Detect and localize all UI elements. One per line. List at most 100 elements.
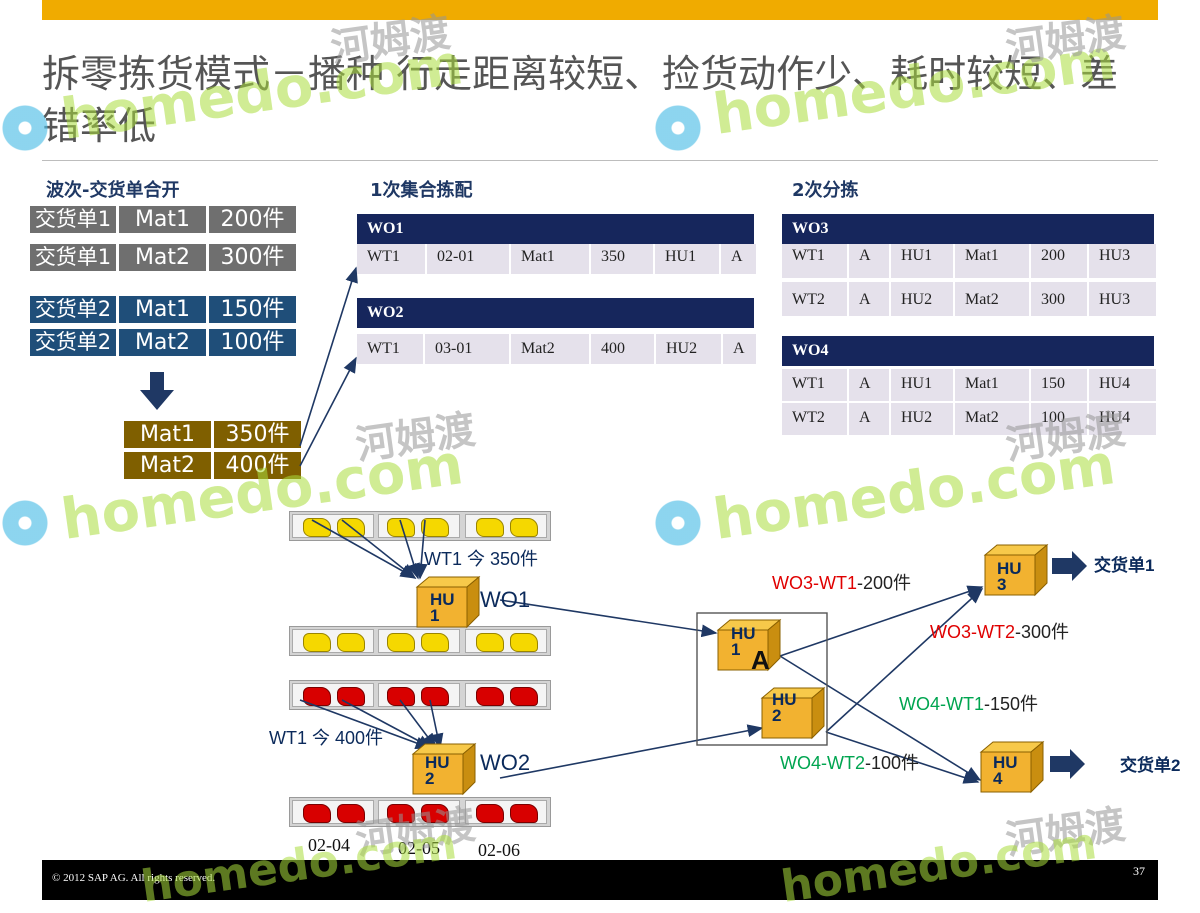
shelf-yellow	[289, 511, 551, 541]
footer-bar	[42, 860, 1158, 900]
wo-cell: 150	[1031, 369, 1087, 401]
wo-cell: HU3	[1089, 244, 1156, 278]
order-row: 交货单2 Mat1 150件	[30, 296, 299, 323]
shelf-yellow	[289, 626, 551, 656]
order-qty: 150件	[209, 296, 296, 323]
merged-qty: 350件	[214, 421, 301, 448]
wo-row: WT1 03-01 Mat2 400 HU2 A	[357, 334, 758, 364]
wo-cell: A	[723, 334, 756, 364]
page-number: 37	[1133, 864, 1145, 878]
order-qty: 300件	[209, 244, 296, 271]
title-divider	[42, 160, 1158, 161]
hu1-box-icon	[415, 575, 481, 629]
destination-order1: 交货单1	[1094, 556, 1155, 575]
shelf-red	[289, 797, 551, 827]
order-doc: 交货单1	[30, 206, 116, 233]
hu1-label: HU 1	[731, 624, 756, 659]
order-qty: 200件	[209, 206, 296, 233]
wo-cell: Mat1	[955, 244, 1029, 278]
route-label-wo3-wt1: WO3-WT1-200件	[772, 573, 912, 593]
shelf-label: 02-06	[478, 840, 520, 860]
wo-cell: 02-01	[427, 244, 509, 274]
wo-cell: HU3	[1089, 282, 1156, 316]
wo1-label: WO1	[480, 587, 531, 612]
order-row: 交货单2 Mat2 100件	[30, 329, 299, 356]
merged-mat: Mat1	[124, 421, 211, 448]
wo3-header: WO3	[782, 214, 1154, 244]
shelf-label: 02-05	[398, 838, 440, 858]
route-label-wo3-wt2: WO3-WT2-300件	[930, 622, 1070, 642]
wo-cell: HU1	[891, 369, 953, 401]
wo-cell: HU1	[891, 244, 953, 278]
hu3-label: HU 3	[997, 559, 1022, 594]
merged-row: Mat1 350件	[124, 421, 304, 448]
order-mat: Mat1	[119, 296, 206, 323]
wo-cell: A	[721, 244, 756, 274]
hu1-label: HU 1	[430, 590, 455, 625]
wo-cell: HU2	[891, 282, 953, 316]
wo-cell: 200	[1031, 244, 1087, 278]
wo-cell: WT1	[357, 244, 425, 274]
destination-order2: 交货单2	[1120, 756, 1181, 775]
hu2-label: HU 2	[425, 753, 450, 788]
wo-cell: 400	[591, 334, 654, 364]
section-label-first-pick: 1次集合拣配	[370, 180, 473, 201]
order-doc: 交货单2	[30, 329, 116, 356]
arrow-right-icon	[1052, 551, 1087, 581]
order-row: 交货单1 Mat1 200件	[30, 206, 299, 233]
hu1-box-icon	[716, 618, 782, 672]
arrow-right-icon	[1050, 749, 1085, 779]
hu4-box-icon	[979, 740, 1045, 794]
wo-cell: WT1	[357, 334, 423, 364]
hu3-box-icon	[983, 543, 1049, 597]
wo-cell: HU4	[1089, 369, 1156, 401]
copyright-text: © 2012 SAP AG. All rights reserved.	[52, 872, 216, 884]
order-qty: 100件	[209, 329, 296, 356]
wo-cell: 350	[591, 244, 653, 274]
merged-row: Mat2 400件	[124, 452, 304, 479]
merged-qty: 400件	[214, 452, 301, 479]
order-mat: Mat2	[119, 244, 206, 271]
wo2-header: WO2	[357, 298, 754, 328]
down-arrow-icon	[140, 372, 174, 410]
wo-row: WT2 A HU2 Mat2 100 HU4	[782, 403, 1158, 435]
wo-cell: 300	[1031, 282, 1087, 316]
wo-cell: A	[849, 403, 889, 435]
wo-row: WT1 A HU1 Mat1 200 HU3	[782, 244, 1158, 278]
wo-cell: HU2	[891, 403, 953, 435]
hu2-box-icon	[760, 686, 826, 740]
order-mat: Mat2	[119, 329, 206, 356]
hu4-label: HU 4	[993, 753, 1018, 788]
wo-cell: HU2	[656, 334, 721, 364]
wo-cell: WT1	[782, 369, 847, 401]
shelf-label: 02-04	[308, 835, 350, 855]
wo1-header: WO1	[357, 214, 754, 244]
wo4-header: WO4	[782, 336, 1154, 366]
top-accent-bar	[42, 0, 1158, 20]
area-a-label: A	[751, 645, 770, 675]
wo-row: WT2 A HU2 Mat2 300 HU3	[782, 282, 1158, 316]
wo2-label: WO2	[480, 750, 531, 775]
route-label-wo4-wt1: WO4-WT1-150件	[899, 694, 1039, 714]
wo-cell: 100	[1031, 403, 1087, 435]
wo-cell: WT2	[782, 282, 847, 316]
wo-cell: WT2	[782, 403, 847, 435]
page-title: 拆零拣货模式－播种 行走距离较短、捡货动作少、耗时较短、差错率低	[42, 52, 1119, 148]
wo-cell: WT1	[782, 244, 847, 278]
wo-cell: A	[849, 282, 889, 316]
wo-cell: HU4	[1089, 403, 1156, 435]
wo-cell: A	[849, 369, 889, 401]
area-a-frame	[696, 612, 828, 746]
wo-cell: Mat2	[955, 403, 1029, 435]
hu2-label: HU 2	[772, 690, 797, 725]
wo-cell: Mat2	[955, 282, 1029, 316]
order-mat: Mat1	[119, 206, 206, 233]
wo-cell: Mat2	[511, 334, 589, 364]
wo-cell: 03-01	[425, 334, 509, 364]
wt1-350-label: WT1 今 350件	[424, 549, 539, 569]
wo-cell: Mat1	[955, 369, 1029, 401]
order-doc: 交货单1	[30, 244, 116, 271]
wo-row: WT1 02-01 Mat1 350 HU1 A	[357, 244, 758, 274]
section-label-wave: 波次-交货单合开	[46, 180, 180, 201]
